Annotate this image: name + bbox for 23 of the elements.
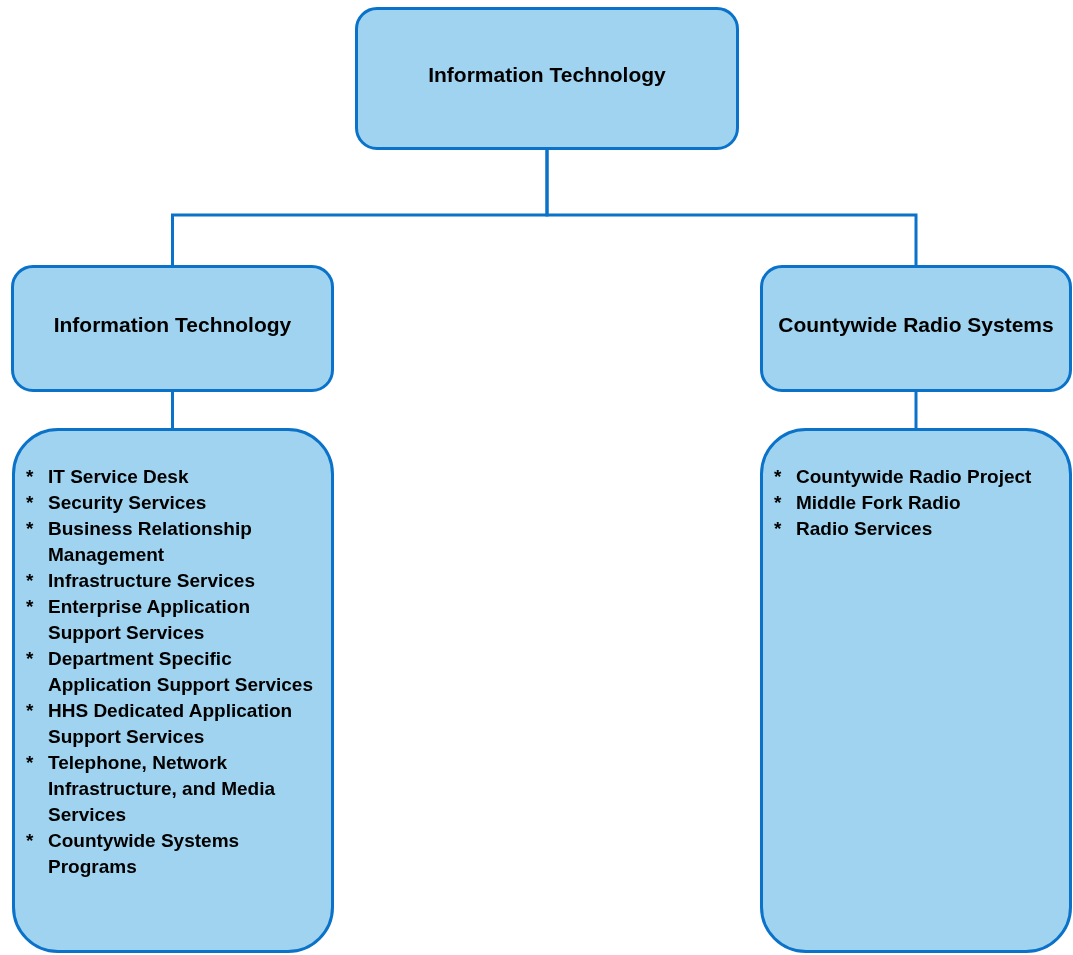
org-box (355, 7, 739, 150)
connector-line (914, 392, 918, 428)
org-box (760, 265, 1072, 392)
box-title: Information Technology (53, 311, 292, 338)
org-box (11, 265, 334, 392)
list-item: * Countywide Systems Programs (26, 829, 241, 879)
list-box (760, 428, 1072, 953)
list-item: * Department Specific Application Support Services (26, 647, 314, 697)
list-item: * Telephone, Network Infrastructure, and Media Services (26, 751, 276, 827)
list-item: * Infrastructure Services (26, 569, 256, 593)
list-item: * Countywide Radio Project (774, 465, 1033, 489)
list-item: * Middle Fork Radio (774, 491, 962, 515)
list-item: * IT Service Desk (26, 465, 190, 489)
list-item: * Business Relationship Management (26, 517, 253, 567)
box-title: Information Technology (428, 61, 666, 88)
connector-line (171, 392, 174, 428)
list-box (12, 428, 334, 953)
list-item: * Security Services (26, 491, 208, 515)
list-item: * HHS Dedicated Application Support Services (26, 699, 294, 749)
list-item: * Radio Services (774, 517, 934, 541)
list-item: * Enterprise Application Support Services (26, 595, 251, 645)
connector-line (545, 150, 918, 265)
box-title: Countywide Radio Systems (778, 311, 1054, 338)
